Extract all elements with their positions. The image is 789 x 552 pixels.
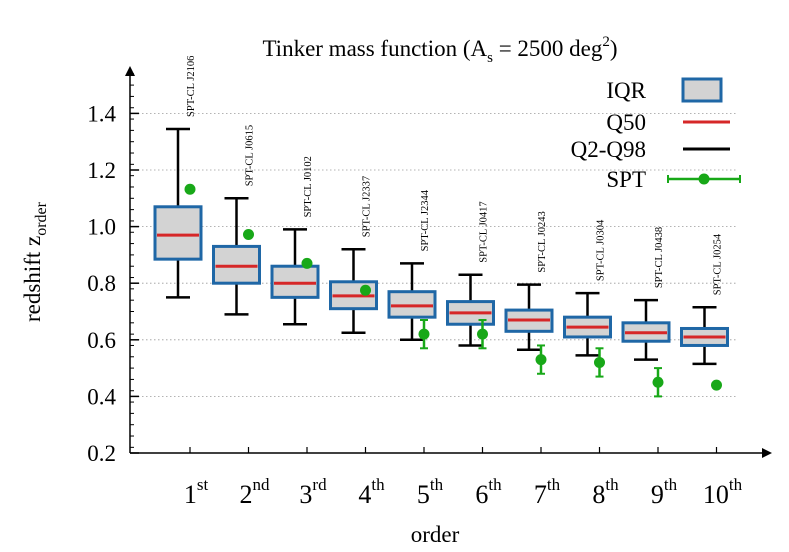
spt-point-3 xyxy=(301,257,313,269)
legend-spt-marker xyxy=(698,173,710,185)
spt-marker xyxy=(184,183,196,195)
box-9 xyxy=(621,298,671,361)
x-tick-label: 5th xyxy=(417,475,444,509)
spt-point-8 xyxy=(594,347,605,378)
cluster-label: SPT-CL J0102 xyxy=(303,156,314,217)
iqr-box xyxy=(153,205,203,261)
x-tick-label: 8th xyxy=(592,475,619,509)
spt-marker xyxy=(535,354,547,366)
y-tick-label: 0.2 xyxy=(87,441,116,466)
legend-label: IQR xyxy=(606,78,646,103)
x-axis-label: order xyxy=(411,522,460,547)
x-ticks: 1st 2nd 3rd 4th 5th 6th 7th 8th 9th 10th xyxy=(184,447,743,509)
chart-title: Tinker mass function (As = 2500 deg2) xyxy=(262,34,617,66)
spt-point-2 xyxy=(243,229,254,241)
y-tick-label: 0.4 xyxy=(87,384,116,409)
spt-point-6 xyxy=(477,318,488,350)
y-tick-label: 0.6 xyxy=(87,328,116,353)
y-ticks: 0.2 0.4 0.6 0.8 1.0 1.2 1.4 xyxy=(87,73,139,466)
x-tick-label: 3rd xyxy=(299,475,327,509)
spt-point-9 xyxy=(652,367,664,398)
legend-label: SPT xyxy=(606,167,646,192)
box-5 xyxy=(387,262,437,342)
x-tick-label: 1st xyxy=(184,475,209,509)
spt-point-1 xyxy=(184,183,196,195)
box-6 xyxy=(446,273,495,347)
spt-marker xyxy=(360,284,371,296)
spt-point-7 xyxy=(535,344,547,375)
spt-marker xyxy=(301,257,313,269)
cluster-label: SPT-CL J0304 xyxy=(596,219,607,281)
cluster-label: SPT-CL J2337 xyxy=(362,176,373,237)
x-tick-label: 10th xyxy=(703,475,743,509)
spt-point-4 xyxy=(360,284,371,296)
x-tick-label: 9th xyxy=(651,475,678,509)
spt-series xyxy=(184,183,722,398)
x-tick-label: 7th xyxy=(534,475,561,509)
spt-marker xyxy=(477,328,488,340)
spt-marker xyxy=(652,376,664,388)
box-1 xyxy=(153,127,203,299)
spt-point-5 xyxy=(418,318,430,350)
legend-label: Q2-Q98 xyxy=(571,137,646,162)
spt-marker xyxy=(243,229,254,241)
cluster-label: SPT-CL J0243 xyxy=(537,211,548,272)
y-tick-label: 1.2 xyxy=(87,158,116,183)
box-4 xyxy=(329,247,378,334)
y-tick-label: 1.4 xyxy=(87,101,116,126)
cluster-label: SPT-CL J0615 xyxy=(245,125,256,186)
box-3 xyxy=(270,228,320,326)
box-2 xyxy=(212,197,261,316)
cluster-label: SPT-CL J0438 xyxy=(654,227,665,288)
box-7 xyxy=(504,283,554,351)
box-10 xyxy=(680,306,729,366)
spt-marker xyxy=(594,356,605,368)
box-8 xyxy=(563,291,612,357)
gridlines xyxy=(130,113,738,397)
x-tick-label: 4th xyxy=(358,475,385,509)
cluster-label: SPT-CL J0254 xyxy=(713,233,724,295)
cluster-label: SPT-CL J2106 xyxy=(186,56,197,117)
spt-marker xyxy=(711,379,722,391)
spt-marker xyxy=(418,328,430,340)
axes xyxy=(125,66,772,458)
y-tick-label: 1.0 xyxy=(87,215,116,240)
legend-label: Q50 xyxy=(606,110,646,135)
x-tick-label: 2nd xyxy=(240,475,271,509)
spt-point-10 xyxy=(711,379,722,391)
box-series xyxy=(153,127,729,366)
legend-iqr-swatch xyxy=(681,77,723,103)
x-tick-label: 6th xyxy=(475,475,502,509)
cluster-label: SPT-CL J0417 xyxy=(479,201,490,262)
y-tick-label: 0.8 xyxy=(87,271,116,296)
y-axis-label: redshift zorder xyxy=(20,201,50,322)
cluster-label: SPT-CL J2344 xyxy=(420,189,431,251)
